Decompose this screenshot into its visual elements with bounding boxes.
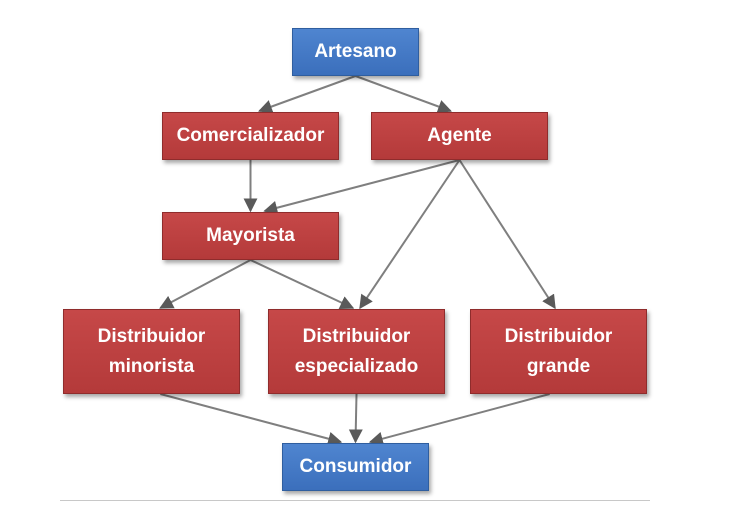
agente-node: Agente: [371, 112, 548, 160]
arrow-mayorista-to-distribuidor-especializado: [250, 259, 355, 309]
distribuidor-grande-node: Distribuidor grande: [470, 309, 647, 394]
arrow-agente-to-distribuidor-especializado: [359, 159, 461, 310]
arrow-distribuidor-grande-to-consumidor: [368, 393, 550, 446]
arrow-artesano-to-agente: [355, 75, 452, 114]
bottom-rule: [60, 500, 650, 501]
artesano-node: Artesano: [292, 28, 419, 76]
arrow-distribuidor-minorista-to-consumidor: [160, 393, 343, 446]
arrow-agente-to-mayorista: [263, 159, 460, 215]
distribuidor-minorista-node: Distribuidor minorista: [63, 309, 240, 394]
arrow-distribuidor-especializado-to-consumidor: [348, 393, 363, 444]
arrow-artesano-to-comercializador: [258, 75, 356, 114]
arrow-agente-to-distribuidor-grande: [458, 159, 556, 310]
consumidor-node: Consumidor: [282, 443, 429, 491]
mayorista-node: Mayorista: [162, 212, 339, 260]
arrow-mayorista-to-distribuidor-minorista: [159, 259, 251, 309]
comercializador-node: Comercializador: [162, 112, 339, 160]
distribuidor-especializado-node: Distribuidor especializado: [268, 309, 445, 394]
